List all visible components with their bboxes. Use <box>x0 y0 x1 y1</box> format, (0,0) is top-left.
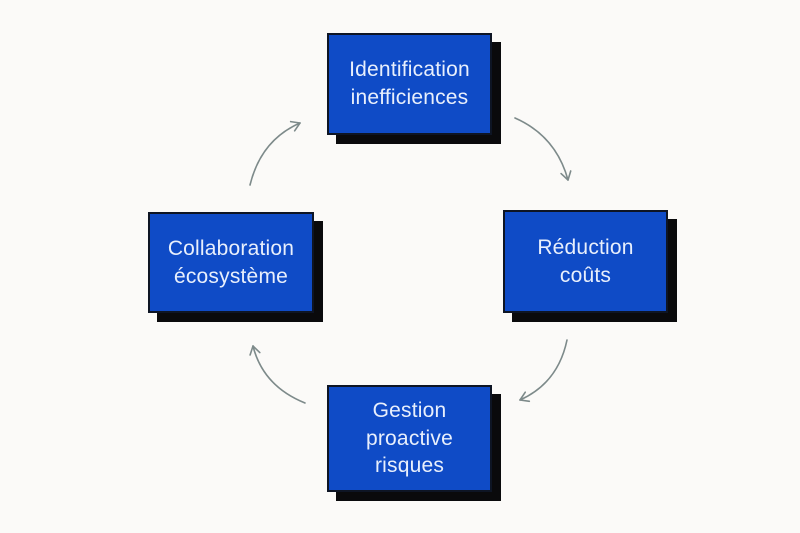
node-collaboration-ecosysteme: Collaboration écosystème <box>148 212 314 313</box>
node-identification-inefficiences: Identification inefficiences <box>327 33 492 135</box>
node-gestion-proactive-risques: Gestion proactive risques <box>327 385 492 492</box>
arrow-top-to-right-icon <box>514 117 572 181</box>
arrow-bottom-to-left-icon <box>249 345 306 404</box>
arrow-right-to-bottom-icon <box>519 339 568 403</box>
node-label: Gestion proactive risques <box>365 398 453 478</box>
node-label: Identification inefficiences <box>349 58 470 109</box>
node-label: Collaboration écosystème <box>167 236 295 288</box>
arrow-left-to-top-icon <box>249 120 301 186</box>
node-label: Réduction coûts <box>537 235 634 287</box>
node-reduction-couts: Réduction coûts <box>503 210 668 313</box>
